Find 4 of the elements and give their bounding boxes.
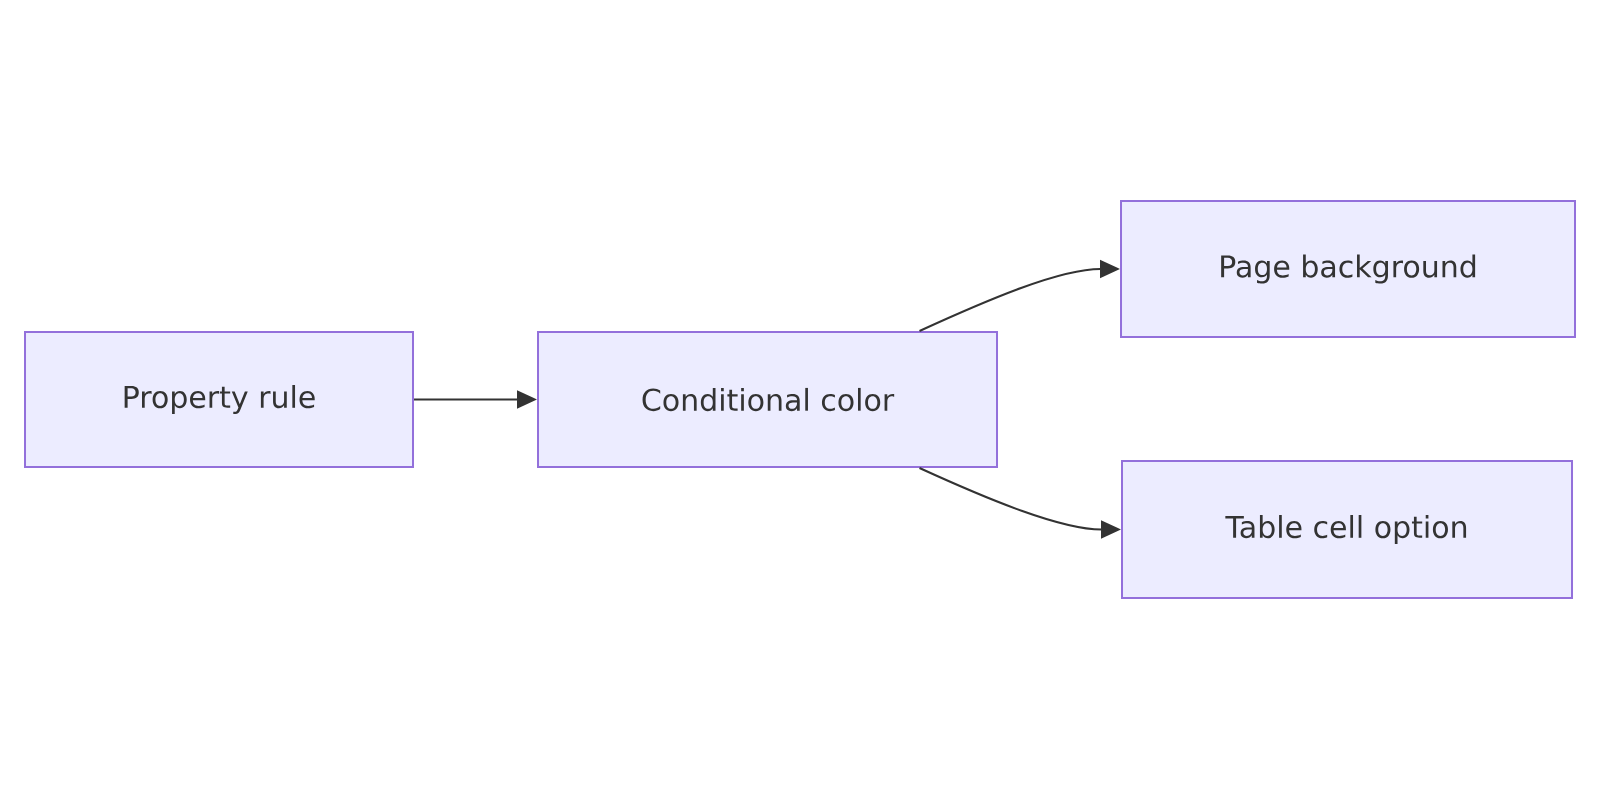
process-box: Page background: [1120, 200, 1576, 338]
process-box: Conditional color: [537, 331, 998, 468]
process-box: Property rule: [24, 331, 414, 468]
process-box: Table cell option: [1121, 460, 1573, 599]
